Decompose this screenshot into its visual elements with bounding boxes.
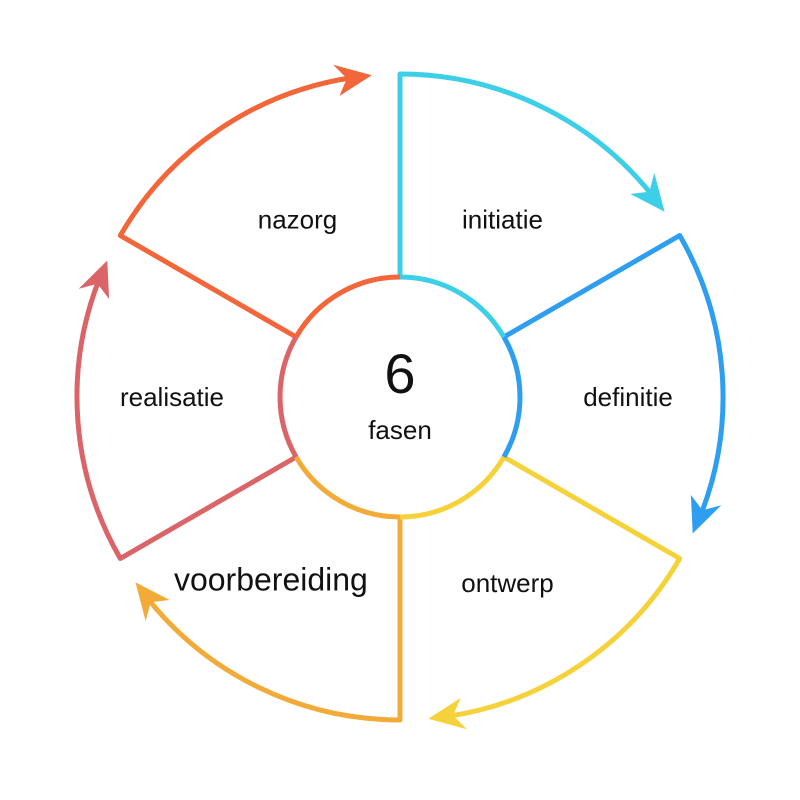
arrowhead-voorbereiding — [135, 582, 170, 622]
segment-outline-ontwerp — [447, 454, 683, 719]
segment-nazorg: nazorg — [117, 64, 372, 340]
arrowhead-realisatie — [78, 260, 110, 299]
center-ring-arc-definitie — [501, 335, 523, 459]
center-hub: 6 fasen — [277, 274, 523, 520]
phase-label-realisatie: realisatie — [120, 382, 224, 412]
center-label: fasen — [368, 415, 432, 445]
phase-label-nazorg: nazorg — [258, 205, 338, 235]
segment-outline-nazorg — [117, 75, 353, 340]
segment-definitie: definitie — [502, 233, 726, 534]
arrowhead-nazorg — [333, 64, 372, 96]
arrowhead-definitie — [690, 495, 722, 534]
segment-realisatie: realisatie — [74, 260, 298, 561]
segment-outline-definitie — [502, 233, 726, 517]
center-ring-arc-nazorg — [293, 274, 401, 339]
phase-label-voorbereiding: voorbereiding — [174, 561, 368, 597]
phase-label-initiatie: initiatie — [462, 205, 543, 235]
center-ring-arc-realisatie — [277, 335, 299, 459]
arrowhead-initiatie — [630, 172, 665, 212]
arrowhead-ontwerp — [428, 698, 467, 730]
center-circle-fill — [284, 281, 516, 513]
segment-outline-initiatie — [397, 71, 655, 277]
segment-initiatie: initiatie — [397, 71, 665, 277]
center-ring-arc-initiatie — [399, 274, 507, 339]
segment-ontwerp: ontwerp — [428, 454, 683, 730]
phase-label-definitie: definitie — [583, 382, 673, 412]
center-ring-arc-voorbereiding — [293, 455, 401, 520]
phase-label-ontwerp: ontwerp — [461, 568, 554, 598]
segment-voorbereiding: voorbereiding — [135, 517, 403, 723]
center-number: 6 — [384, 342, 415, 405]
segment-outline-realisatie — [74, 277, 298, 561]
segment-outline-voorbereiding — [145, 517, 403, 723]
center-ring-arc-ontwerp — [399, 455, 507, 520]
